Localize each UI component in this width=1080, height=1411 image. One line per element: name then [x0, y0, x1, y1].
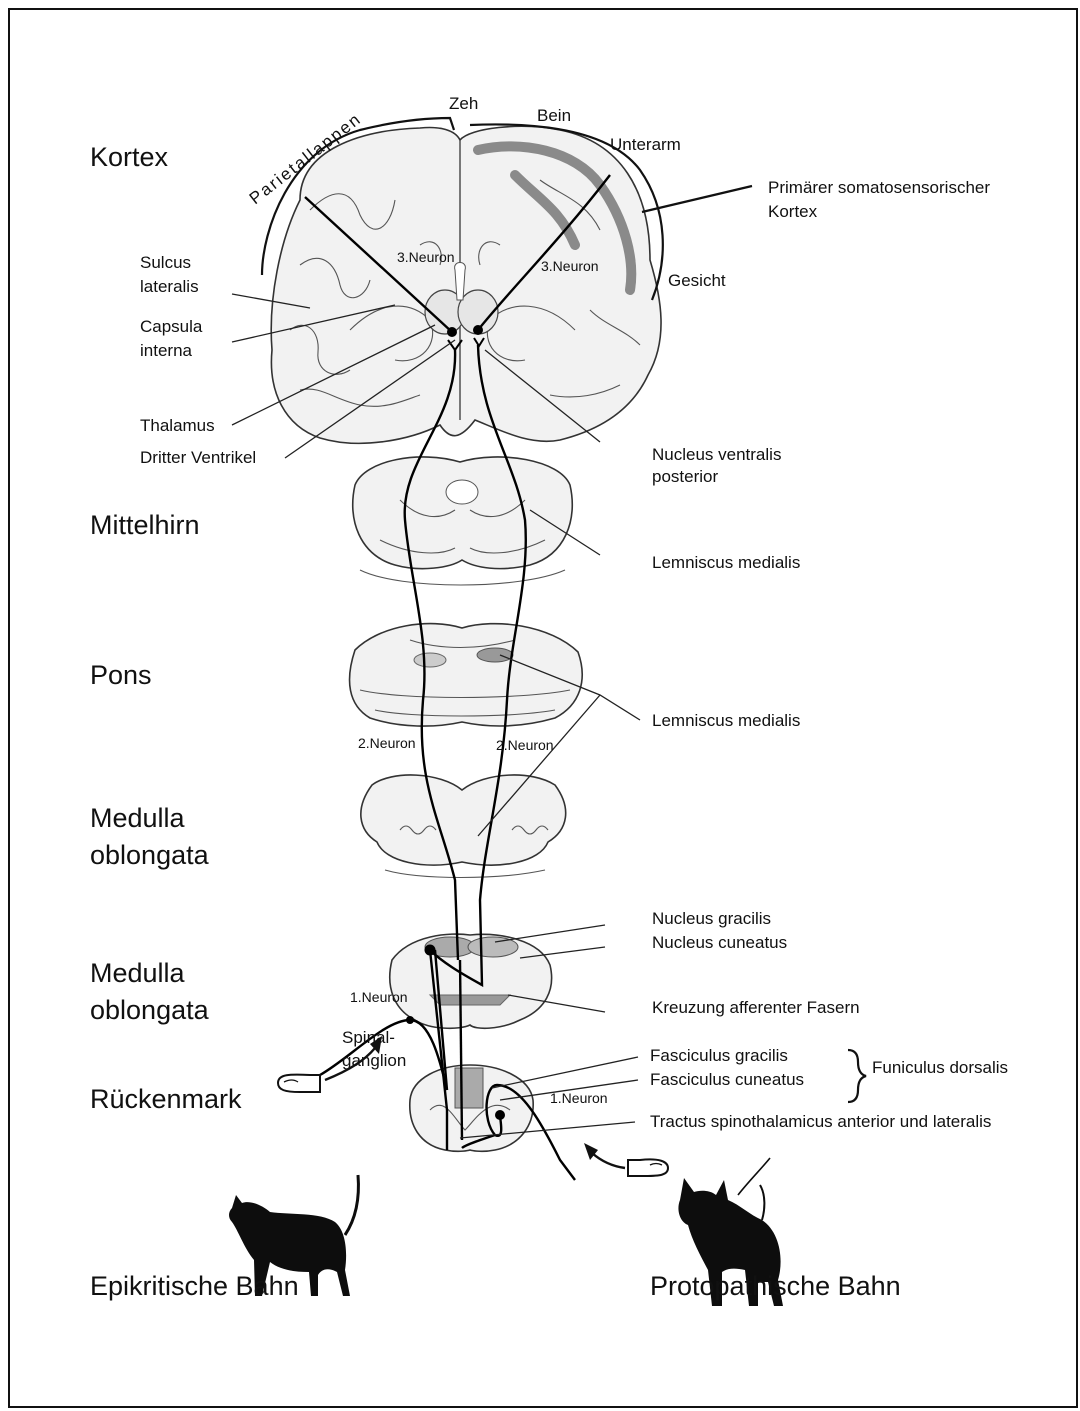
- medulla-section-lower: [390, 934, 552, 1028]
- label-nucleus-vp-line2: posterior: [652, 467, 718, 486]
- label-second-neuron-left: 2.Neuron: [358, 735, 416, 751]
- label-lemniscus-2: Lemniscus medialis: [652, 711, 800, 730]
- label-unterarm: Unterarm: [610, 135, 681, 154]
- label-kreuzung: Kreuzung afferenter Fasern: [652, 998, 860, 1017]
- label-second-neuron-right: 2.Neuron: [496, 737, 554, 753]
- label-fasciculus-cuneatus: Fasciculus cuneatus: [650, 1070, 804, 1089]
- label-first-neuron-left: 1.Neuron: [350, 989, 408, 1005]
- level-label-mittelhirn: Mittelhirn: [90, 510, 200, 540]
- label-nucleus-cuneatus: Nucleus cuneatus: [652, 933, 787, 952]
- arrow-icon-right: [584, 1143, 625, 1168]
- level-label-medulla-upper-1: Medulla: [90, 803, 186, 833]
- medulla-section-upper: [361, 775, 566, 878]
- funiculus-brace: [848, 1050, 866, 1102]
- label-first-neuron-right: 1.Neuron: [550, 1090, 608, 1106]
- level-label-rueckenmark: Rückenmark: [90, 1084, 242, 1114]
- level-label-medulla-lower-2: oblongata: [90, 995, 210, 1025]
- level-label-pons: Pons: [90, 660, 152, 690]
- label-gesicht: Gesicht: [668, 271, 726, 290]
- pons-section: [350, 624, 583, 726]
- brain-coronal-section: [271, 126, 661, 443]
- label-thalamus: Thalamus: [140, 416, 215, 435]
- label-lemniscus-1: Lemniscus medialis: [652, 553, 800, 572]
- label-bein: Bein: [537, 106, 571, 125]
- finger-icon-left: [278, 1075, 320, 1092]
- label-fasciculus-gracilis: Fasciculus gracilis: [650, 1046, 788, 1065]
- label-capsula-line1: Capsula: [140, 317, 203, 336]
- level-label-medulla-upper-2: oblongata: [90, 840, 210, 870]
- label-sulcus-line2: lateralis: [140, 277, 199, 296]
- label-spinal-line1: Spinal-: [342, 1028, 395, 1047]
- label-protopathische-bahn: Protopathische Bahn: [650, 1271, 901, 1301]
- label-spinal-line2: ganglion: [342, 1051, 406, 1070]
- label-tractus-spinothalamicus: Tractus spinothalamicus anterior und lat…: [650, 1112, 991, 1131]
- label-sulcus-line1: Sulcus: [140, 253, 191, 272]
- label-nucleus-vp-line1: Nucleus ventralis: [652, 445, 781, 464]
- midbrain-section: [353, 457, 573, 585]
- label-primaer-line1: Primärer somatosensorischer: [768, 178, 990, 197]
- finger-icon-right: [628, 1159, 668, 1176]
- label-primaer-line2: Kortex: [768, 202, 818, 221]
- level-label-kortex: Kortex: [90, 142, 169, 172]
- label-zeh: Zeh: [449, 94, 478, 113]
- label-epikritische-bahn: Epikritische Bahn: [90, 1271, 299, 1301]
- label-dritter-ventrikel: Dritter Ventrikel: [140, 448, 256, 467]
- primaer-leader: [642, 186, 752, 212]
- label-funiculus-dorsalis: Funiculus dorsalis: [872, 1058, 1008, 1077]
- level-label-medulla-lower-1: Medulla: [90, 958, 186, 988]
- label-third-neuron-right: 3.Neuron: [541, 258, 599, 274]
- label-capsula-line2: interna: [140, 341, 193, 360]
- label-nucleus-gracilis: Nucleus gracilis: [652, 909, 771, 928]
- label-third-neuron-left: 3.Neuron: [397, 249, 455, 265]
